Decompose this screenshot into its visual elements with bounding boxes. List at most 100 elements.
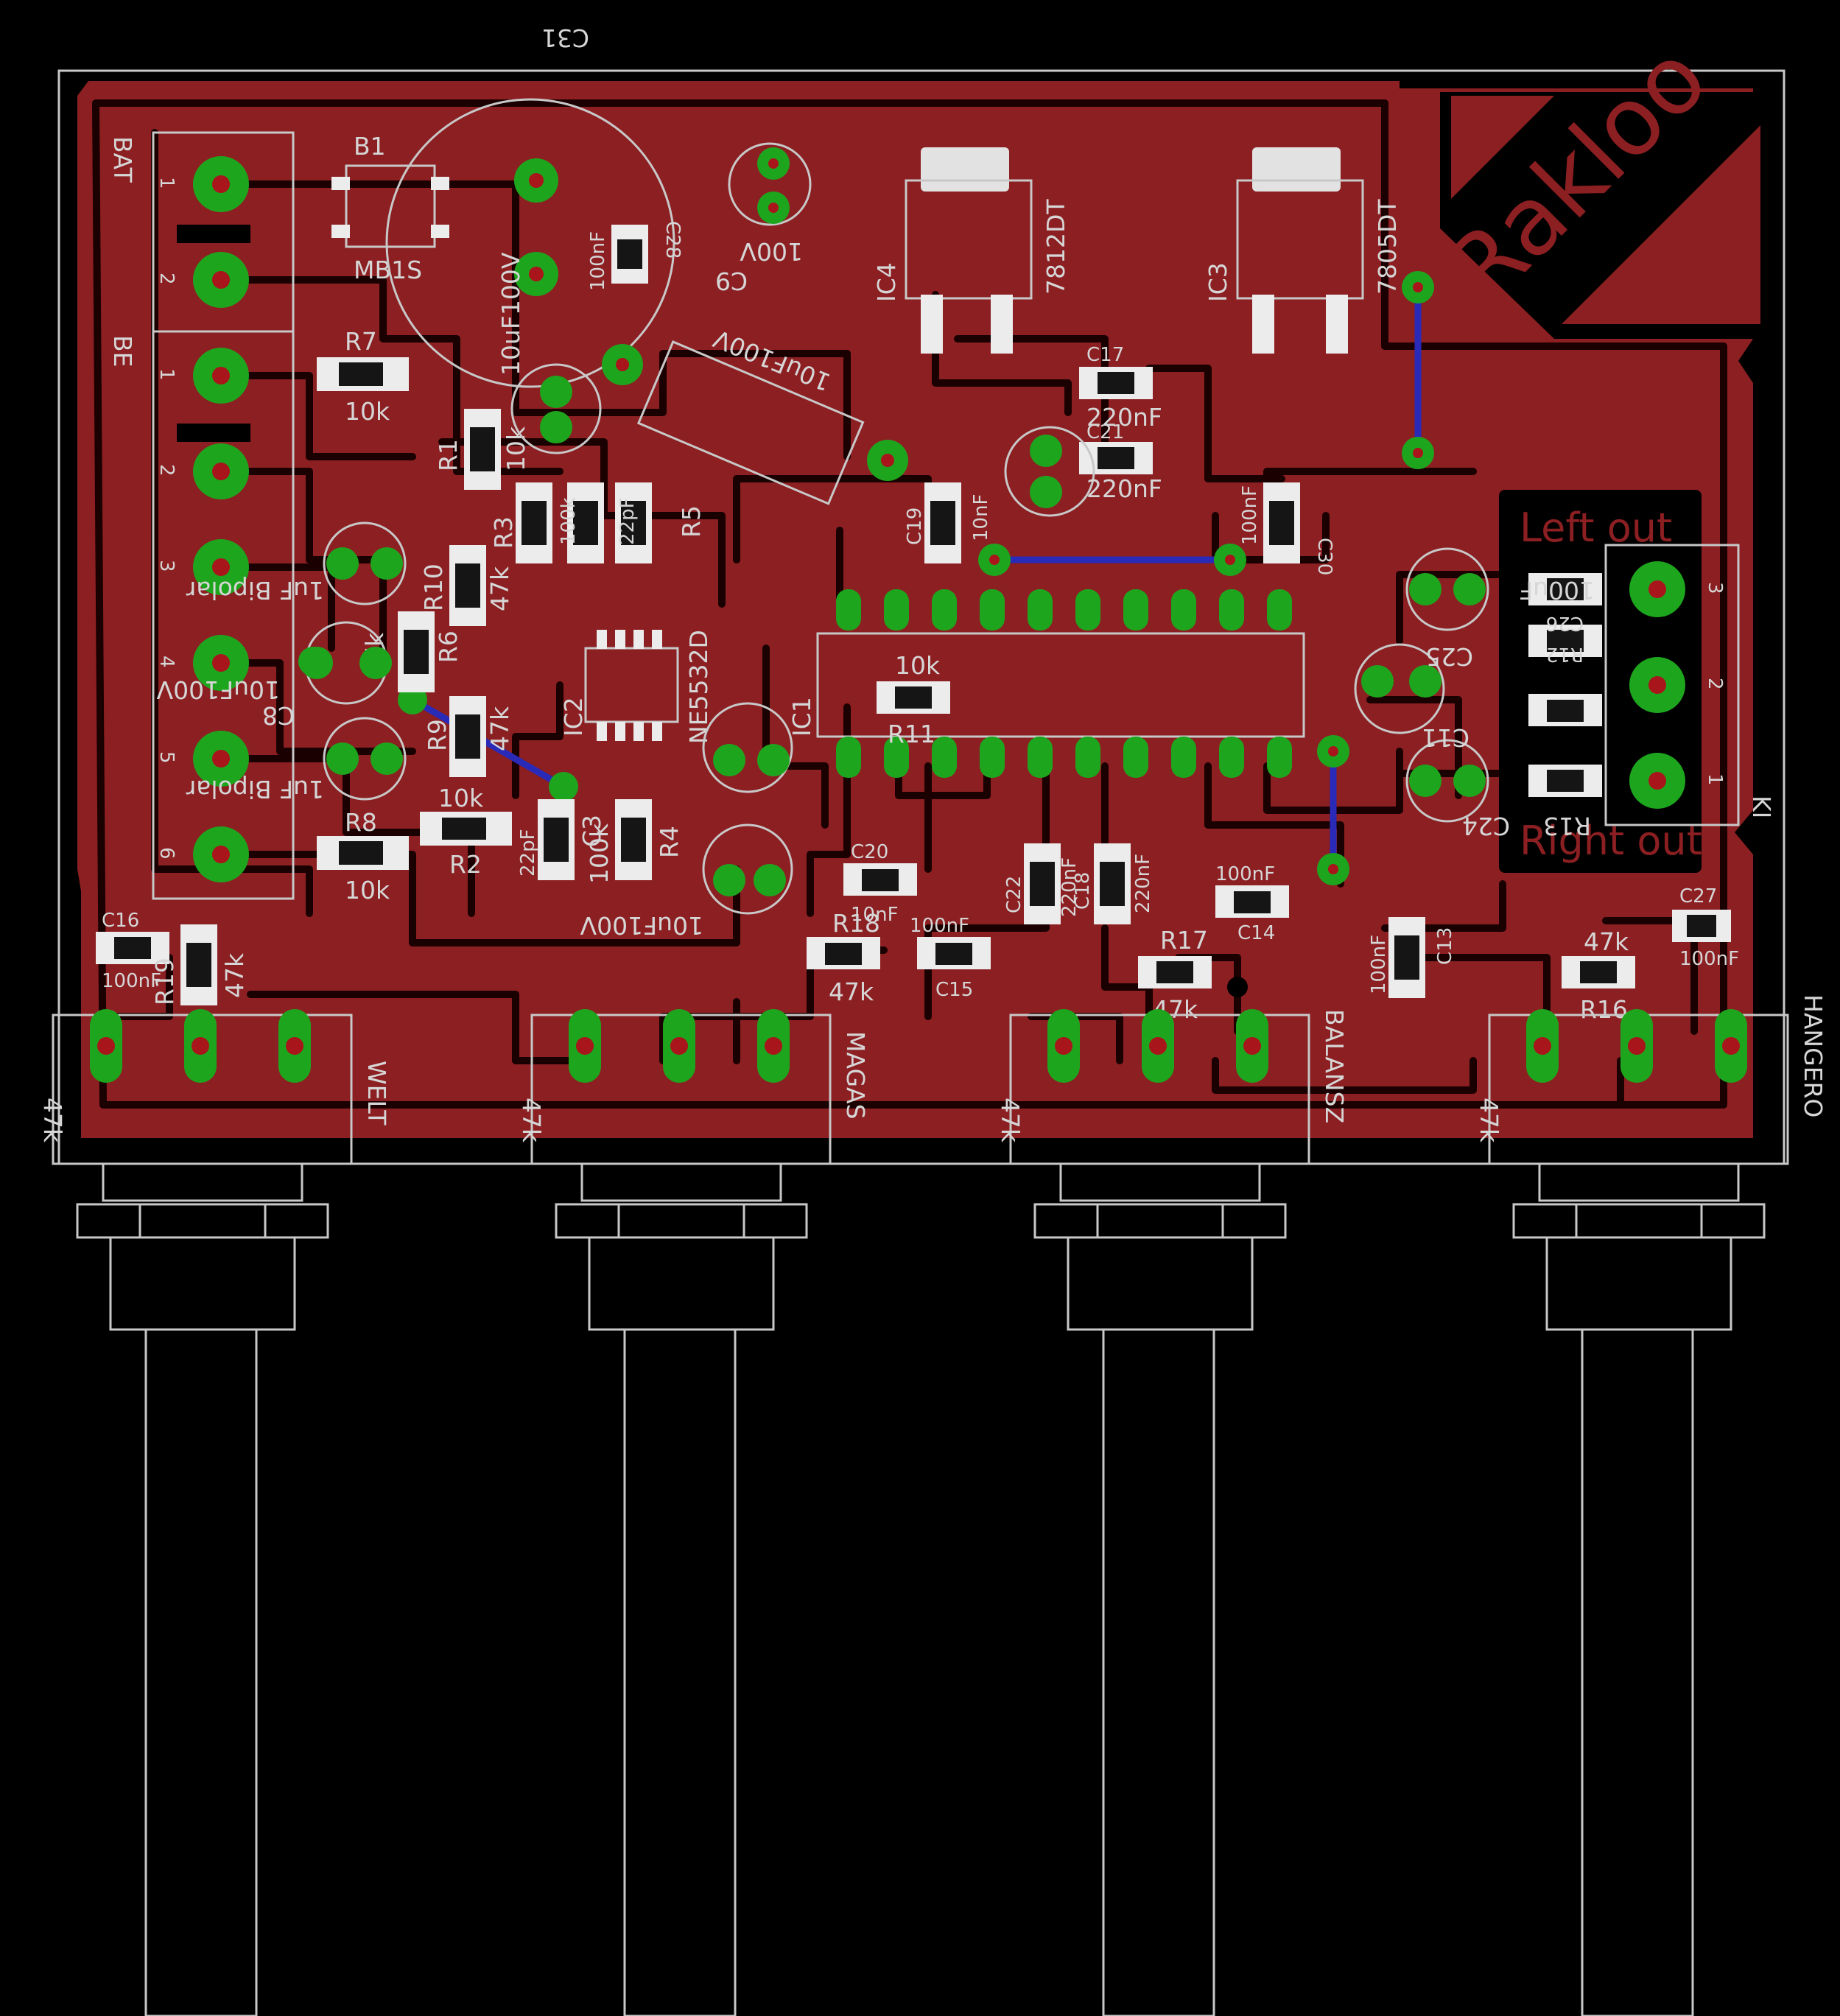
be-label: BE bbox=[108, 335, 137, 368]
svg-text:10nF: 10nF bbox=[970, 494, 992, 541]
svg-text:R2: R2 bbox=[449, 850, 482, 879]
ic3-outline bbox=[1236, 179, 1364, 300]
svg-text:2: 2 bbox=[1704, 678, 1726, 690]
svg-text:100V: 100V bbox=[740, 237, 803, 266]
ki-label: KI bbox=[1747, 795, 1776, 818]
svg-text:22pF: 22pF bbox=[617, 497, 639, 545]
svg-text:47k: 47k bbox=[485, 566, 514, 611]
svg-text:C8: C8 bbox=[262, 701, 295, 730]
svg-text:4: 4 bbox=[155, 656, 178, 668]
svg-text:C3: C3 bbox=[577, 815, 606, 847]
svg-text:47k: 47k bbox=[1584, 927, 1629, 956]
svg-text:100nF: 100nF bbox=[1215, 863, 1275, 885]
svg-text:R9: R9 bbox=[423, 719, 452, 751]
svg-text:10uF100V: 10uF100V bbox=[580, 911, 703, 940]
svg-text:C17: C17 bbox=[1086, 344, 1124, 366]
svg-text:100k: 100k bbox=[558, 497, 580, 545]
right-terminal-pads bbox=[1629, 561, 1685, 809]
svg-text:C27: C27 bbox=[1679, 885, 1717, 907]
svg-text:100k: 100k bbox=[585, 823, 614, 884]
svg-text:C28: C28 bbox=[661, 221, 684, 259]
svg-text:R10: R10 bbox=[419, 563, 448, 611]
svg-text:R6: R6 bbox=[434, 631, 463, 663]
svg-text:100nF: 100nF bbox=[1679, 948, 1739, 970]
pot-2 bbox=[530, 1009, 832, 2016]
svg-text:HANGERO: HANGERO bbox=[1799, 994, 1827, 1117]
svg-text:100uF: 100uF bbox=[1519, 576, 1595, 605]
svg-text:6: 6 bbox=[155, 847, 178, 860]
c7-val: 10uF100V bbox=[496, 252, 525, 376]
ic1-pads bbox=[836, 589, 1292, 778]
svg-text:C22: C22 bbox=[1003, 876, 1025, 913]
svg-text:7805DT: 7805DT bbox=[1373, 199, 1402, 295]
c31-label: C31 bbox=[541, 24, 589, 52]
svg-text:IC4: IC4 bbox=[872, 262, 901, 302]
svg-text:100nF: 100nF bbox=[587, 231, 609, 291]
right-terminal-block bbox=[1604, 544, 1740, 826]
svg-text:C26: C26 bbox=[1546, 612, 1584, 634]
svg-text:R5: R5 bbox=[677, 505, 706, 538]
ic2-outline bbox=[584, 647, 679, 723]
svg-text:47k: 47k bbox=[1475, 1097, 1503, 1143]
svg-text:IC2: IC2 bbox=[559, 697, 588, 737]
svg-text:C24: C24 bbox=[1462, 812, 1510, 840]
logo-plaque bbox=[1440, 92, 1764, 339]
svg-text:47k: 47k bbox=[220, 952, 249, 998]
svg-text:R1: R1 bbox=[434, 439, 463, 471]
svg-text:R19: R19 bbox=[150, 958, 179, 1005]
svg-text:10k: 10k bbox=[345, 876, 390, 905]
svg-text:C13: C13 bbox=[1434, 927, 1456, 965]
smd-parts-left bbox=[317, 357, 652, 880]
svg-text:R17: R17 bbox=[1160, 926, 1208, 955]
svg-text:10k: 10k bbox=[345, 397, 390, 426]
svg-text:R4: R4 bbox=[655, 826, 684, 858]
svg-text:10k: 10k bbox=[438, 784, 484, 812]
svg-text:1uF Bipolar: 1uF Bipolar bbox=[186, 775, 324, 804]
left-terminal-pads bbox=[193, 156, 249, 882]
svg-text:47k: 47k bbox=[996, 1097, 1025, 1143]
svg-text:C15: C15 bbox=[935, 979, 973, 1001]
ic1-outline bbox=[816, 632, 1305, 738]
svg-text:C16: C16 bbox=[102, 910, 139, 932]
svg-text:47k: 47k bbox=[38, 1097, 67, 1143]
c9-outline bbox=[728, 142, 812, 226]
svg-text:C11: C11 bbox=[1422, 723, 1469, 752]
svg-text:220nF: 220nF bbox=[1086, 403, 1162, 432]
svg-text:MAGAS: MAGAS bbox=[841, 1031, 870, 1120]
svg-text:R11: R11 bbox=[888, 720, 935, 748]
electrolytic-caps-left bbox=[301, 363, 793, 915]
svg-text:5: 5 bbox=[155, 751, 178, 764]
svg-text:C30: C30 bbox=[1313, 538, 1335, 575]
svg-text:2: 2 bbox=[155, 273, 178, 285]
svg-text:10k: 10k bbox=[502, 426, 530, 471]
b1-outline bbox=[345, 164, 436, 248]
svg-text:R16: R16 bbox=[1580, 995, 1628, 1024]
svg-text:R13: R13 bbox=[1543, 812, 1591, 840]
svg-text:3: 3 bbox=[155, 560, 178, 572]
svg-text:1uF Bipolar: 1uF Bipolar bbox=[186, 576, 324, 605]
svg-text:C25: C25 bbox=[1425, 642, 1473, 671]
vias bbox=[298, 647, 1248, 997]
pot-1 bbox=[52, 1009, 353, 2016]
svg-text:220nF: 220nF bbox=[1058, 857, 1081, 917]
svg-text:100nF: 100nF bbox=[102, 970, 161, 992]
left-pin-numbers: 1 2 1 2 3 4 5 6 bbox=[155, 177, 178, 860]
svg-text:10nF: 10nF bbox=[851, 904, 899, 926]
svg-text:C9: C9 bbox=[715, 267, 748, 295]
bat-label: BAT bbox=[108, 136, 137, 183]
board-outline bbox=[57, 69, 1785, 1165]
svg-text:220nF: 220nF bbox=[1132, 854, 1154, 913]
left-out-label: Left out bbox=[1520, 505, 1672, 551]
smd-parts-middle bbox=[96, 367, 1731, 1005]
svg-text:C20: C20 bbox=[851, 841, 888, 863]
svg-text:C14: C14 bbox=[1237, 922, 1275, 944]
svg-text:47k: 47k bbox=[829, 977, 874, 1006]
svg-text:R18: R18 bbox=[832, 909, 880, 938]
svg-text:22pF: 22pF bbox=[517, 829, 539, 877]
svg-text:C18: C18 bbox=[1072, 872, 1094, 910]
svg-text:100nF: 100nF bbox=[1239, 485, 1261, 545]
c31-outline bbox=[385, 98, 675, 388]
svg-text:47k: 47k bbox=[517, 1097, 546, 1143]
svg-text:IC3: IC3 bbox=[1204, 262, 1232, 302]
